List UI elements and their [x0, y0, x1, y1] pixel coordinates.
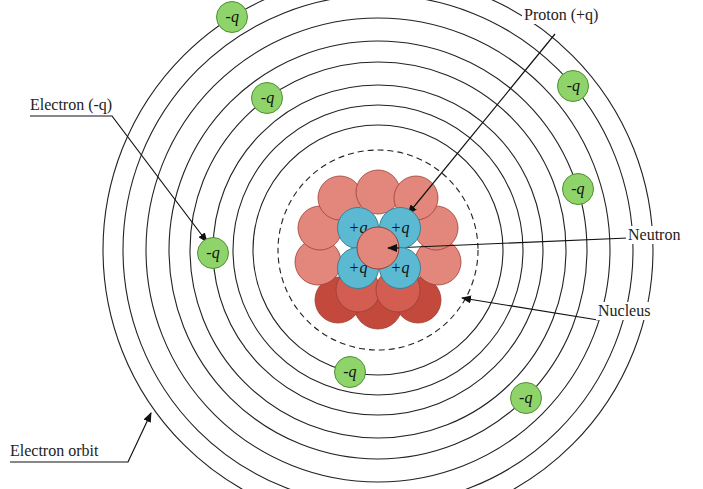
charge-label: +q	[349, 259, 368, 277]
proton-circle: +q	[379, 207, 421, 249]
electron-circle: -q	[510, 382, 542, 414]
charge-label: +q	[349, 219, 368, 237]
charge-label: +q	[391, 219, 410, 237]
electron-circle: -q	[557, 70, 589, 102]
electron-circle: -q	[197, 237, 229, 269]
charge-label: +q	[391, 259, 410, 277]
leader-line	[388, 247, 399, 248]
nucleus-cluster	[295, 170, 461, 329]
neutron-circle	[357, 227, 399, 269]
charge-label: -q	[261, 89, 274, 107]
electron-circle: -q	[334, 356, 366, 388]
callout-label: Electron (-q)	[28, 96, 114, 114]
charge-label: -q	[567, 77, 580, 95]
electron-circle: -q	[562, 173, 594, 205]
charge-label: -q	[343, 363, 356, 381]
callout-label: Electron orbit	[8, 442, 100, 460]
callout-label: Proton (+q)	[522, 6, 600, 24]
electron-circle: -q	[216, 1, 248, 33]
proton-circle: +q	[379, 247, 421, 289]
electron-orbits	[103, 0, 653, 489]
electron-circle: -q	[251, 82, 283, 114]
charge-label: -q	[519, 389, 532, 407]
charge-label: -q	[206, 244, 219, 262]
leader-lines	[10, 34, 628, 462]
charge-label: -q	[571, 180, 584, 198]
callout-label: Nucleus	[596, 302, 652, 320]
charge-label: -q	[226, 8, 239, 26]
callout-label: Neutron	[626, 226, 682, 244]
proton-circle: +q	[337, 247, 379, 289]
proton-circle: +q	[337, 207, 379, 249]
